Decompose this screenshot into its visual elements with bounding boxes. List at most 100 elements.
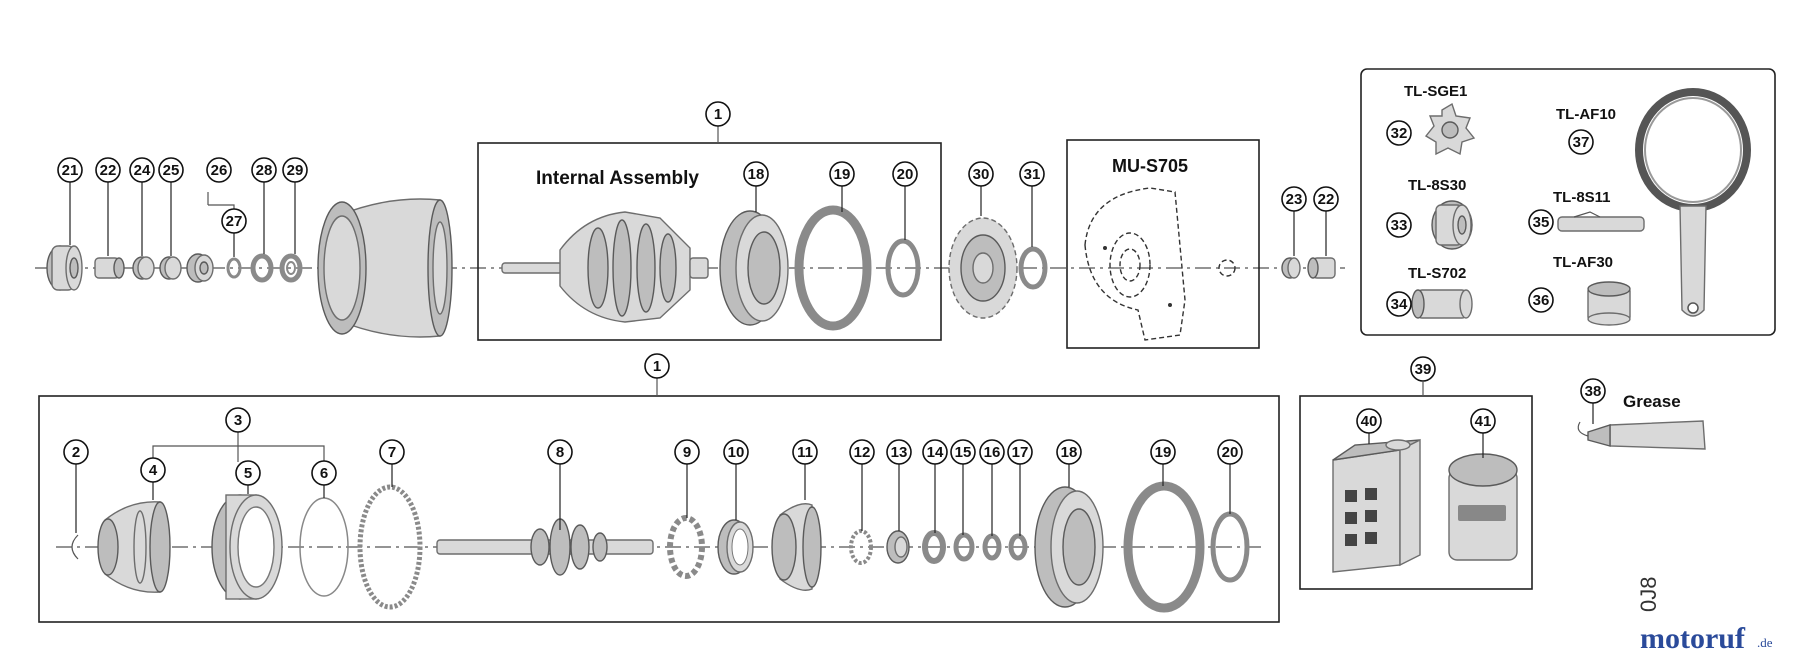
callout-c41: 41 — [1470, 408, 1496, 458]
part-20-top — [885, 238, 921, 298]
callout-c37: 37 — [1568, 129, 1594, 155]
callout-c40: 40 — [1356, 408, 1382, 444]
callout-c33: 33 — [1386, 212, 1412, 238]
tool-tl-sge1 — [1424, 102, 1476, 156]
part-9 — [667, 515, 705, 579]
callout-number: 29 — [287, 162, 304, 179]
callout-number: 39 — [1415, 361, 1432, 378]
callout-c27: 27 — [221, 208, 247, 257]
callout-number: 20 — [897, 166, 914, 183]
callout-c6: 6 — [311, 460, 337, 498]
part-15 — [953, 532, 975, 562]
callout-c4: 4 — [140, 457, 166, 500]
tl-af10-label: TL-AF10 — [1556, 106, 1616, 123]
callout-number: 12 — [854, 444, 871, 461]
callout-number: 4 — [149, 462, 158, 479]
callout-c14: 14 — [922, 439, 948, 533]
callout-c26: 26 — [206, 157, 232, 183]
callout-number: 9 — [683, 444, 691, 461]
callout-number: 18 — [1061, 444, 1078, 461]
internal-assembly-box — [477, 142, 942, 341]
bottom-assembly-box — [38, 395, 1280, 623]
callout-number: 33 — [1391, 217, 1408, 234]
callout-number: 24 — [134, 162, 151, 179]
callout-c17: 17 — [1007, 439, 1033, 536]
part-19-bottom — [1123, 481, 1205, 613]
grease-tube — [1577, 420, 1706, 450]
callout-number: 19 — [1155, 444, 1172, 461]
callout-number: 31 — [1024, 166, 1041, 183]
callout-number: 16 — [984, 444, 1001, 461]
callout-c12: 12 — [849, 439, 875, 531]
callout-number: 7 — [388, 444, 396, 461]
callout-number: 3 — [234, 412, 242, 429]
callout-number: 13 — [891, 444, 908, 461]
callout-c24: 24 — [129, 157, 155, 256]
callout-c22-right: 22 — [1313, 186, 1339, 256]
watermark-suffix: .de — [1757, 635, 1773, 650]
callout-c29: 29 — [282, 157, 308, 254]
tl-af30-label: TL-AF30 — [1553, 254, 1613, 271]
mu-s705-label: MU-S705 — [1112, 156, 1188, 176]
callout-number: 8 — [556, 444, 564, 461]
mu-s705-unit — [1084, 187, 1236, 341]
callout-c2: 2 — [63, 439, 89, 533]
callout-c1-bottom: 1 — [644, 353, 670, 379]
callout-c8: 8 — [547, 439, 573, 530]
callout-number: 34 — [1391, 296, 1408, 313]
grease-label: Grease — [1623, 392, 1681, 411]
callout-c15: 15 — [950, 439, 976, 535]
callout-number: 38 — [1585, 383, 1602, 400]
part-2 — [71, 534, 79, 560]
callout-c19-top: 19 — [829, 161, 855, 212]
callout-c30: 30 — [968, 161, 994, 216]
callout-number: 23 — [1286, 191, 1303, 208]
callout-c18-bottom: 18 — [1056, 439, 1082, 487]
callout-number: 28 — [256, 162, 273, 179]
tool-tl-s702 — [1411, 289, 1473, 319]
oil-box — [1299, 395, 1533, 590]
part-27 — [226, 257, 242, 279]
part-23 — [1281, 257, 1301, 279]
part-18-top — [719, 210, 789, 326]
callout-c21: 21 — [57, 157, 83, 245]
oil-can — [1332, 438, 1421, 573]
tl-8s30-label: TL-8S30 — [1408, 177, 1466, 194]
callout-c10: 10 — [723, 439, 749, 520]
callout-number: 37 — [1573, 134, 1590, 151]
part-14 — [922, 530, 946, 564]
part-22-left — [94, 257, 125, 279]
callout-c11: 11 — [792, 439, 818, 500]
callout-c13: 13 — [886, 439, 912, 531]
part-11 — [771, 503, 822, 591]
callout-number: 26 — [211, 162, 228, 179]
callout-c18-top: 18 — [743, 161, 769, 212]
part-18-bottom — [1034, 486, 1104, 608]
callout-number: 25 — [163, 162, 180, 179]
hub-shell — [317, 198, 453, 338]
callout-c34: 34 — [1386, 291, 1412, 317]
part-13 — [886, 530, 910, 564]
callout-number: 30 — [973, 166, 990, 183]
internal-mechanism — [501, 211, 709, 323]
tl-8s11-label: TL-8S11 — [1553, 189, 1611, 206]
part-5 — [211, 494, 283, 600]
callout-number: 2 — [72, 444, 80, 461]
part-31 — [1018, 246, 1048, 290]
callout-number: 27 — [226, 213, 243, 230]
callout-c39: 39 — [1410, 356, 1436, 382]
part-4 — [97, 501, 171, 593]
callout-c3: 3 — [225, 407, 251, 433]
part-30-sprocket — [948, 217, 1018, 319]
part-25 — [159, 256, 182, 280]
callout-c1-top: 1 — [705, 101, 731, 127]
part-21 — [46, 245, 83, 291]
tool-tl-af30 — [1587, 281, 1631, 326]
callout-c35: 35 — [1528, 209, 1554, 235]
callout-number: 40 — [1361, 413, 1378, 430]
callout-number: 36 — [1533, 292, 1550, 309]
callout-c23: 23 — [1281, 186, 1307, 256]
mu-s705-box — [1066, 139, 1260, 349]
callout-c36: 36 — [1528, 287, 1554, 313]
